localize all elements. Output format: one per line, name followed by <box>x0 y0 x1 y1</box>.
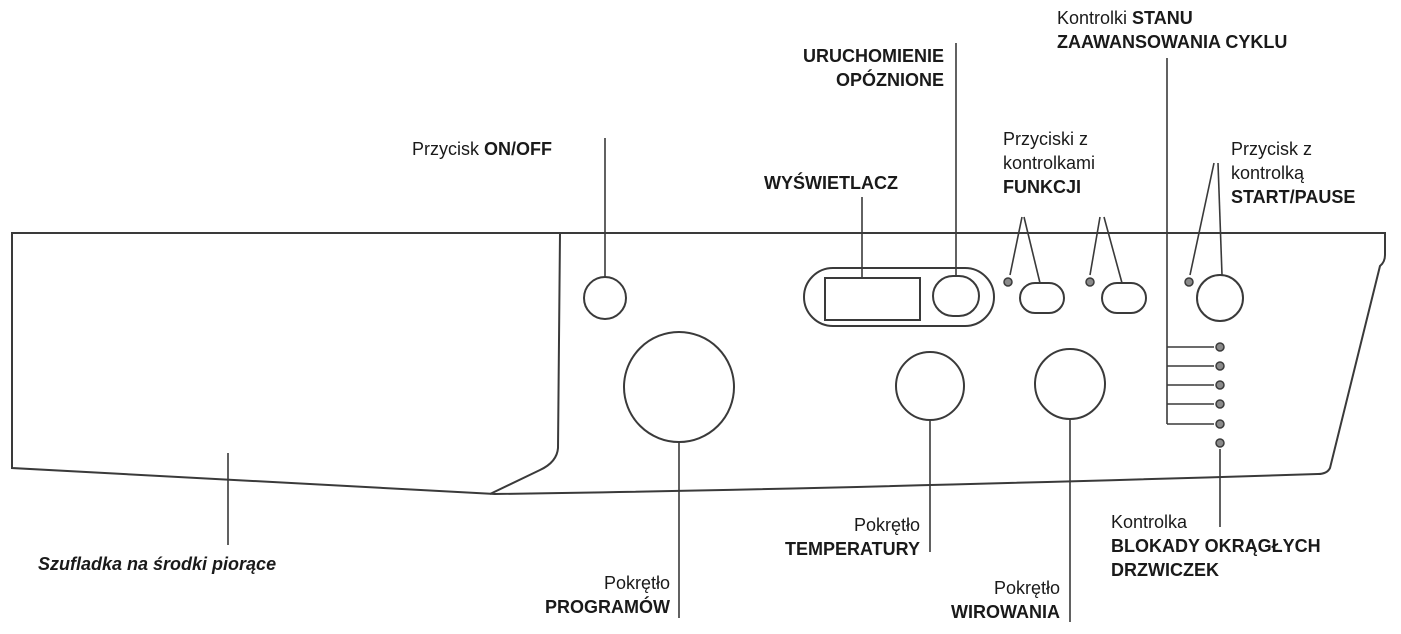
door-lock-led <box>1215 438 1225 448</box>
detergent-drawer <box>12 232 562 495</box>
function-button-2 <box>1101 282 1147 314</box>
delay-start-label: URUCHOMIENIE OPÓZNIONE <box>802 46 944 90</box>
display-screen <box>824 277 921 321</box>
function-buttons-label: Przyciski z kontrolkami FUNKCJI <box>1003 129 1096 197</box>
temperature-knob <box>895 351 965 421</box>
cycle-progress-label: Kontrolki STANU ZAAWANSOWANIA CYKLU <box>1057 8 1288 52</box>
leader-function-btn-1 <box>1023 216 1041 284</box>
on-off-label: Przycisk ON/OFF <box>412 139 552 159</box>
leader-function-led-2 <box>1089 216 1101 276</box>
cycle-led-2 <box>1215 361 1225 371</box>
door-lock-label: Kontrolka BLOKADY OKRĄGŁYCH DRZWICZEK <box>1111 512 1321 580</box>
leader-function-led-1 <box>1009 216 1023 276</box>
cycle-led-4 <box>1215 399 1225 409</box>
start-pause-led <box>1184 277 1194 287</box>
display-label: WYŚWIETLACZ <box>764 173 898 193</box>
function-button-1 <box>1019 282 1065 314</box>
cycle-led-3 <box>1215 380 1225 390</box>
leader-start-pause-btn <box>1217 162 1223 276</box>
display-frame <box>803 267 995 327</box>
on-off-button <box>583 276 627 320</box>
start-pause-label: Przycisk z kontrolką START/PAUSE <box>1231 139 1356 207</box>
leader-start-pause-led <box>1189 162 1215 276</box>
drawer-label: Szufladka na środki piorące <box>38 554 277 574</box>
spin-knob <box>1034 348 1106 420</box>
cycle-led-1 <box>1215 342 1225 352</box>
temperature-knob-label: Pokrętło TEMPERATURY <box>785 515 920 559</box>
spin-knob-label: Pokrętło WIROWANIA <box>951 578 1060 622</box>
start-pause-button <box>1196 274 1244 322</box>
control-panel-outline <box>11 232 1386 496</box>
program-knob <box>623 331 735 443</box>
cycle-led-5 <box>1215 419 1225 429</box>
delay-start-button <box>932 275 980 317</box>
program-knob-label: Pokrętło PROGRAMÓW <box>545 573 670 617</box>
function-led-1 <box>1003 277 1013 287</box>
function-led-2 <box>1085 277 1095 287</box>
leader-function-btn-2 <box>1103 216 1123 284</box>
